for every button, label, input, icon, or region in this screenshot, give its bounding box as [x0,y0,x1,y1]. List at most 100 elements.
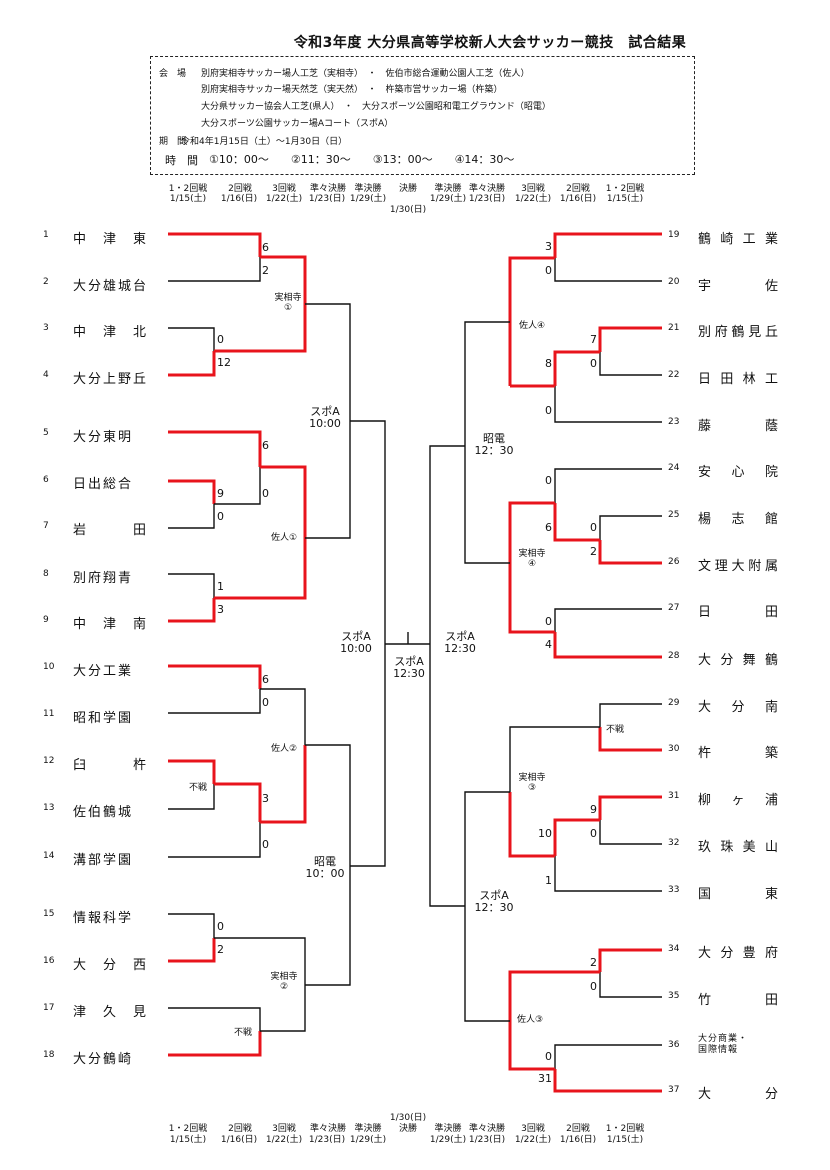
team-name: 別府翔青 [73,571,134,586]
team-name: 大分商業・ [698,1034,749,1044]
bracket-line [168,689,261,714]
bracket-line [168,327,215,351]
team-name-char: 附 [748,559,762,574]
team-name-char: 業 [764,232,778,247]
winner-path [508,1021,555,1071]
winner-path [260,465,307,538]
bracket-line [168,913,215,938]
schedule-round-label: 3回戦 [521,184,545,194]
match-venue: 佐人③ [490,1015,570,1025]
match-score: 0 [545,264,552,277]
schedule-date-label: 1/16(日) [220,194,258,204]
winner-path [168,351,216,377]
team-name-char: 分 [720,946,734,961]
winner-path [508,501,555,563]
team-name-char: 宇 [698,279,712,294]
team-name-char: 楊 [698,512,712,527]
team-name: 文理大附属 [698,555,778,574]
venue-time: ③ [527,783,537,793]
team-name: 中 津 東 [73,232,149,247]
team-name: 佐伯鶴城 [73,805,134,820]
team-name-char: 竹 [698,993,712,1008]
bracket-line [599,515,662,540]
team-seed: 23 [668,417,680,427]
team-name-char: 府 [764,946,778,961]
bracket-line [554,468,662,503]
team-name-char: 理 [714,559,728,574]
team-seed: 10 [43,662,55,672]
match-score: 7 [590,333,597,346]
venue-time: 12：30 [474,901,514,914]
bracket-line [554,856,662,892]
team-name-char: 属 [764,559,778,574]
venue-time: ④ [527,559,537,569]
period-label: 期 間 [159,137,187,147]
team-seed: 13 [43,803,55,813]
team-name: 大分雄城台 [73,279,149,294]
team-name-char: 田 [764,605,778,620]
bracket-line [214,937,306,985]
bracket-line [554,386,662,423]
venue-time: ① [283,303,293,313]
team-name: 楊志館 [698,508,778,527]
page-title: 令和3年度 大分県高等学校新人大会サッカー競技 試合結果 [293,35,687,51]
final-date-label: 1/30(日) [389,205,427,215]
venue-name: スポA [341,630,371,643]
winner-path [553,1069,662,1093]
team-name-char: 田 [764,993,778,1008]
bracket-line [554,258,662,282]
schedule-round-label: 準決勝 [434,1124,462,1134]
team-name-char: 玖 [698,840,712,855]
team-name-char: 山 [764,840,778,855]
team-name-char: 分 [764,1087,778,1102]
venue-line-2: 別府実相寺サッカー場天然芝（実天然） ・ 杵築市営サッカー場（杵築） [201,85,503,95]
schedule-round-label: 2回戦 [566,184,590,194]
match-score: 0 [590,521,597,534]
venue-name: スポA [479,889,509,902]
schedule-date-label: 1/16(日) [559,1135,597,1145]
bracket-line [464,446,510,564]
match-score: 0 [545,404,552,417]
match-score: 不戦 [606,725,625,735]
team-name-char: 南 [764,700,778,715]
winner-path [260,255,307,304]
winner-path [168,664,262,689]
bracket-line [464,321,510,446]
bracket-line [168,822,261,858]
schedule-round-label: 準々決勝 [309,1124,346,1134]
winner-path [168,598,216,623]
team-name-char: 日 [698,372,712,387]
bracket-line [464,791,510,906]
match-score: 0 [590,827,597,840]
match-score: 0 [262,487,269,500]
team-name-char: 大 [698,700,712,715]
winner-path [508,792,555,858]
schedule-round-label: 1・2回戦 [605,1124,645,1134]
schedule-round-label: 1・2回戦 [168,184,208,194]
schedule-round-label: 準決勝 [354,184,382,194]
team-seed: 3 [43,323,49,333]
venue-time: 10:00 [309,417,341,430]
match-score: 2 [262,264,269,277]
winner-path [168,1031,262,1057]
schedule-round-label: 準々決勝 [468,1124,505,1134]
winner-path [168,430,262,467]
match-score: 6 [262,439,269,452]
team-name: 大分工業 [73,664,134,679]
team-name-char: 館 [764,512,778,527]
match-score: 0 [217,510,224,523]
bracket-line [350,644,386,867]
venue-label: 会 場 [159,69,187,79]
bracket-line [554,608,662,632]
schedule-round-label: 2回戦 [228,184,252,194]
team-seed: 37 [668,1085,680,1095]
match-score: 0 [262,696,269,709]
bracket-line [305,744,351,866]
winner-path [508,970,600,1021]
team-seed: 11 [43,709,55,719]
team-name-char: 工 [764,372,778,387]
winner-path [214,538,307,600]
team-name: 藤蔭 [698,415,778,434]
